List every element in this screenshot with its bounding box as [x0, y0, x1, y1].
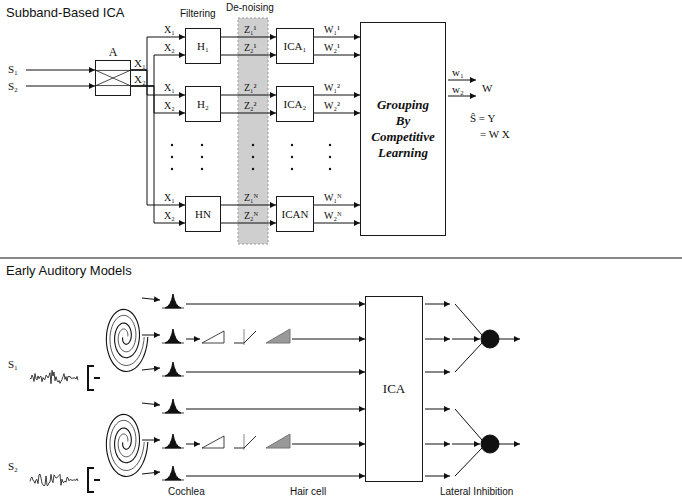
part-label: Hair cell	[290, 486, 326, 497]
signal-name: w₁	[452, 66, 464, 78]
node-label: Grouping By Competitive Learning	[371, 97, 435, 162]
signal-name: Z₂²	[243, 100, 258, 112]
signal-connector	[131, 37, 185, 70]
signal-connector	[314, 37, 360, 38]
signal-connector	[314, 205, 360, 206]
signal-connector	[221, 223, 276, 224]
signal-name: W₂¹	[323, 42, 341, 54]
filter-box: H₁	[185, 28, 221, 64]
node-label: A	[96, 45, 130, 60]
stage-label: De-noising	[226, 2, 274, 13]
equation: = W X	[480, 128, 510, 140]
node-label: H₁	[197, 40, 209, 52]
signal-name: X₂	[163, 100, 176, 112]
signal-connector	[221, 205, 276, 206]
signal-name: Z₂ᴺ	[243, 210, 259, 222]
ica-box: ICA₂	[276, 86, 314, 122]
ica-box: ICA	[365, 296, 423, 482]
signal-name: Z₁ᴺ	[243, 192, 259, 204]
signal-connector	[221, 95, 276, 96]
filter-box: H₂	[185, 86, 221, 122]
signal-connector	[131, 86, 185, 223]
signal-name: Z₁¹	[243, 24, 258, 36]
denoise-band	[238, 18, 268, 244]
signal-name: X₂	[163, 42, 176, 54]
signal-name: S₁	[8, 358, 18, 370]
signal-name: X₁	[163, 24, 176, 36]
signal-name: X₁	[163, 82, 176, 94]
signal-name: X₂	[134, 73, 146, 85]
signal-name: w₂	[452, 83, 464, 95]
signal-name: Z₂¹	[243, 42, 258, 54]
signal-name: Z₁²	[243, 82, 258, 94]
signal-name: W	[482, 82, 492, 94]
signal-connector	[314, 95, 360, 96]
signal-name: S₂	[8, 80, 18, 92]
divider	[0, 257, 682, 258]
node-label: ICAN	[282, 208, 309, 220]
node-label: HN	[195, 208, 211, 220]
signal-connector	[131, 70, 185, 205]
node-label: H₂	[197, 98, 209, 110]
diagram-title: Subband-Based ICA	[6, 6, 125, 20]
signal-connector	[221, 37, 276, 38]
section-title: Early Auditory Models	[6, 264, 132, 278]
signal-connector	[221, 55, 276, 56]
signal-connector	[314, 55, 360, 56]
ica-box: ICAN	[276, 196, 314, 232]
mixing-matrix: A	[95, 60, 131, 96]
signal-name: W₁ᴺ	[323, 192, 343, 204]
node-label: ICA₂	[284, 98, 307, 110]
part-label: Cochlea	[168, 486, 205, 497]
signal-name: X₂	[163, 210, 176, 222]
signal-connector	[314, 223, 360, 224]
part-label: Lateral Inhibition	[440, 486, 513, 497]
signal-name: X₁	[163, 192, 176, 204]
filter-box: HN	[185, 196, 221, 232]
signal-name: S₁	[8, 63, 18, 75]
node-label: ICA	[383, 381, 405, 397]
signal-name: W₁²	[323, 82, 341, 94]
signal-connector	[221, 113, 276, 114]
signal-name: W₂²	[323, 100, 341, 112]
equation: Ŝ = Y	[470, 112, 495, 124]
signal-connector	[131, 70, 185, 95]
ica-box: ICA₁	[276, 28, 314, 64]
signal-name: W₂ᴺ	[323, 210, 343, 222]
auditory-illustration	[30, 294, 520, 492]
signal-connector	[131, 86, 185, 113]
signal-connector	[314, 113, 360, 114]
cross-symbol	[96, 61, 130, 95]
ellipsis-dots	[171, 144, 331, 170]
stage-label: Filtering	[180, 8, 216, 19]
grouping-box: Grouping By Competitive Learning	[360, 22, 446, 236]
signal-name: W₁¹	[323, 24, 341, 36]
signal-name: X₁	[134, 57, 146, 69]
signal-name: S₂	[8, 460, 18, 472]
node-label: ICA₁	[284, 40, 307, 52]
